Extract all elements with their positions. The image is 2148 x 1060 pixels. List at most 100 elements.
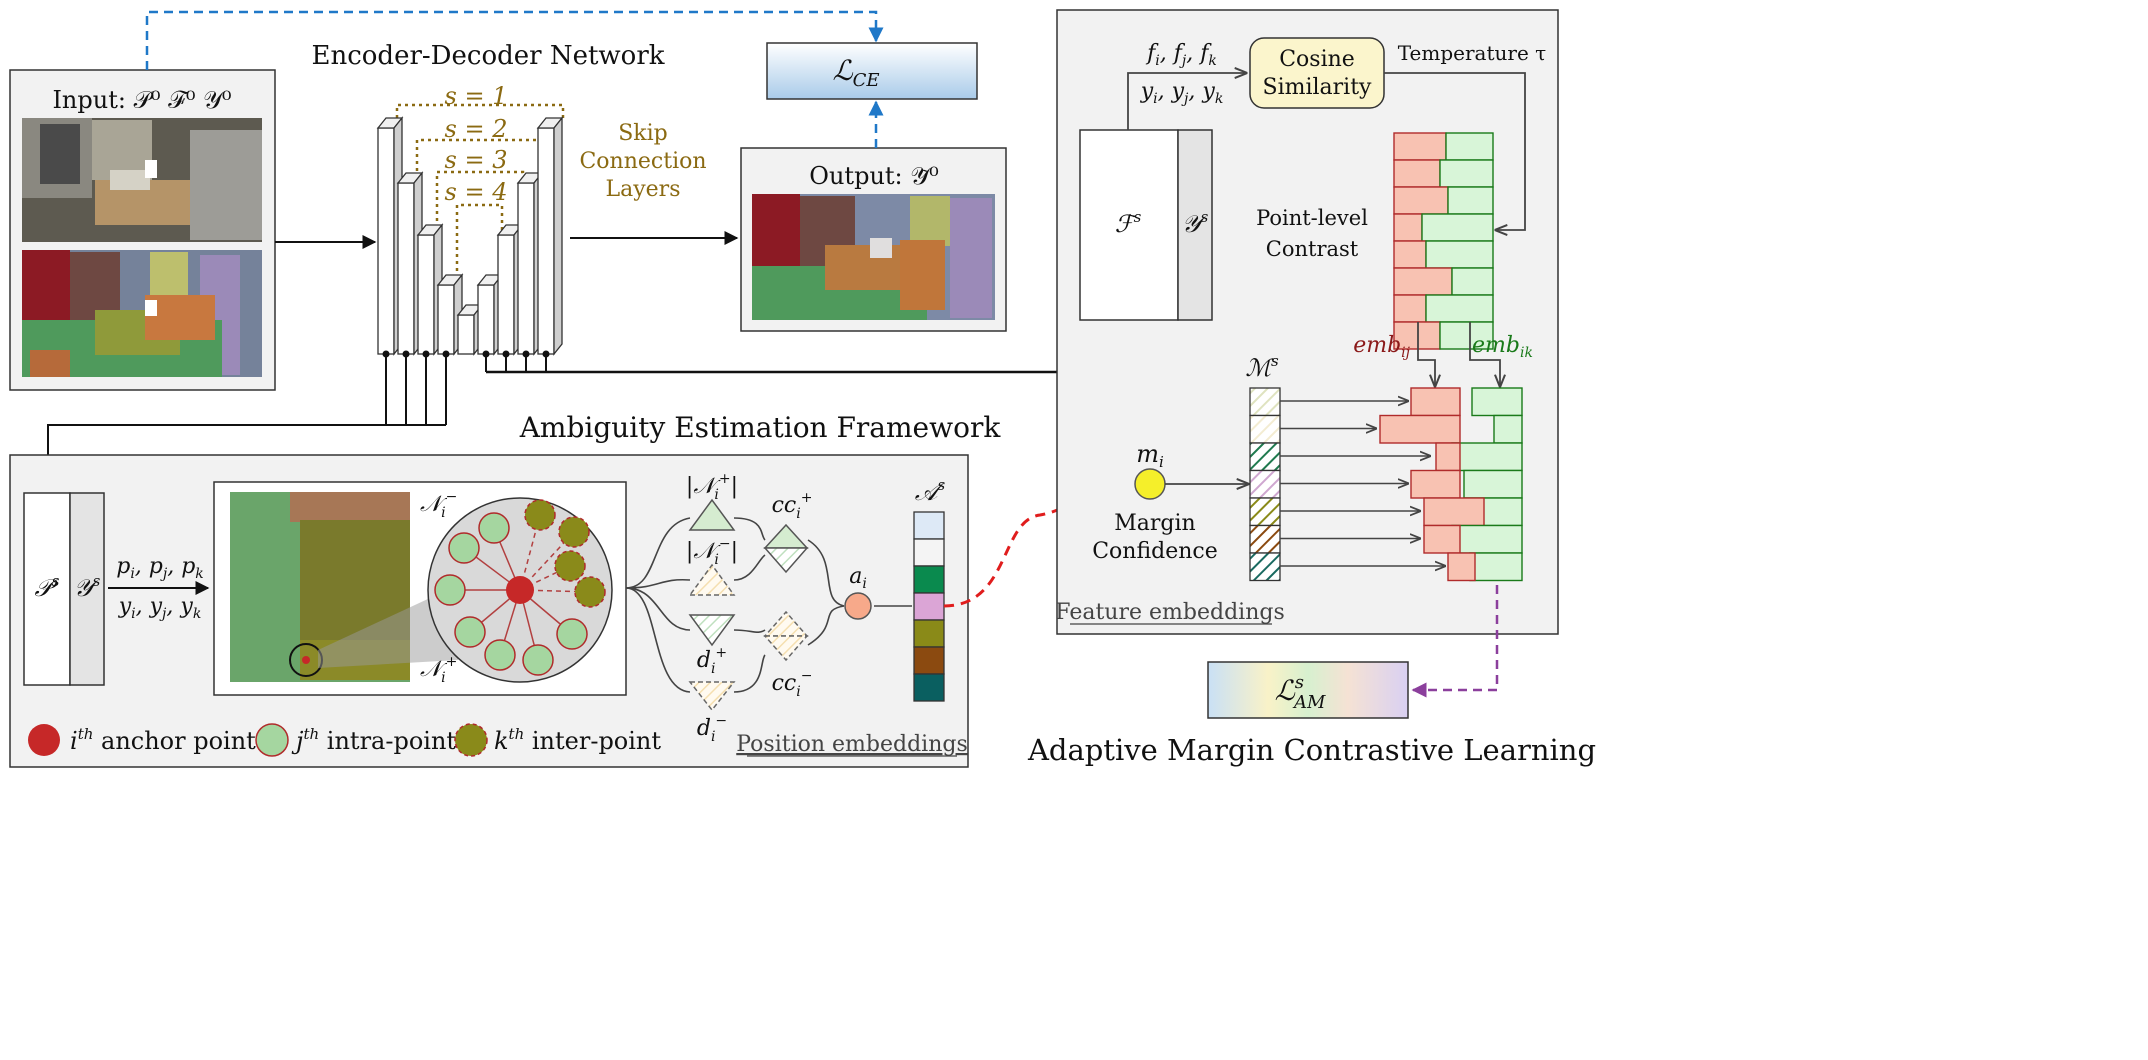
contrast-ik-segment (1439, 321, 1494, 350)
contrast-ij-segment (1393, 213, 1423, 242)
margin-ik-segment (1469, 552, 1523, 582)
contrast-ik-segment (1425, 294, 1494, 323)
d-minus-triangle (688, 681, 736, 712)
cc-plus-diamond (763, 523, 809, 574)
contrast-ij-segment (1393, 132, 1447, 161)
ms-cell (1249, 442, 1281, 472)
contrast-ik-segment (1439, 159, 1494, 188)
ms-cell (1249, 387, 1281, 417)
contrast-ij-segment (1393, 159, 1441, 188)
dashed-arrow-to-lam (1411, 585, 1499, 698)
contrast-ij-segment (1393, 240, 1427, 269)
loss-am-box (1207, 661, 1409, 719)
a-s-cell (913, 511, 945, 540)
arrow-emb-ij (1417, 322, 1435, 386)
y-labels: yi, yj, yk (1140, 79, 1224, 107)
cc-minus-label: cci− (772, 668, 813, 700)
encoder-blocks (376, 116, 564, 356)
arrow-fs-to-cosine (1127, 73, 1246, 130)
margin-conf-line-2: Confidence (1092, 539, 1218, 564)
ps-ys-block: 𝒫s 𝒴s (23, 492, 105, 686)
ms-column (1249, 387, 1445, 582)
a-i-label: ai (849, 564, 867, 592)
contrast-ij-segment (1393, 267, 1453, 296)
output-label: Output: 𝒴̃⁰ (809, 162, 938, 190)
encoder-title: Encoder-Decoder Network (311, 41, 664, 71)
input-rgb-image (22, 118, 262, 242)
dashed-arrow-input-to-ce (145, 10, 884, 70)
legend-anchor-swatch (28, 724, 60, 756)
input-label-image (22, 250, 262, 377)
skip-label-3: s = 3 (445, 146, 508, 174)
fs-label: ℱs (1115, 208, 1142, 238)
dashed-arrow-as-to-mi (943, 480, 1136, 608)
margin-ik-segment (1493, 414, 1523, 444)
intra-points (434, 512, 588, 676)
p-labels: yi, yj, yk (118, 594, 202, 622)
a-s-cell (913, 619, 945, 648)
margin-conf-line-1: Margin (1114, 511, 1195, 536)
n-minus-count-triangle (688, 563, 736, 596)
skip-label-4: s = 4 (445, 178, 508, 206)
m-i-node (1134, 468, 1166, 500)
margin-ik-segment (1451, 524, 1523, 554)
ms-cell (1249, 414, 1281, 444)
cc-minus-diamond (763, 610, 809, 662)
cosine-line-1: Cosine (1279, 47, 1355, 72)
margin-ij-segment (1379, 414, 1461, 444)
input-label: Input: 𝒫⁰ ℱ⁰ 𝒴⁰ (52, 86, 231, 114)
loss-ce: ℒCE (766, 42, 978, 100)
emb-ij-label: embij (1353, 333, 1410, 361)
arrow-temperature-to-contrast (1384, 72, 1526, 230)
contrast-ik-segment (1451, 267, 1494, 296)
cosine-line-2: Similarity (1263, 75, 1373, 100)
margin-ij-segment (1423, 524, 1461, 554)
encoder-tap-dots (382, 350, 550, 358)
margin-ik-segment (1451, 442, 1523, 472)
cc-plus-label: cci+ (772, 490, 813, 522)
contrast-ik-segment (1445, 132, 1494, 161)
margin-ij-segment (1410, 469, 1461, 499)
margin-ij-segment (1410, 387, 1461, 417)
d-plus-label: di+ (697, 645, 727, 677)
skip-label-2: s = 2 (445, 115, 508, 143)
emb-ik-label: embik (1472, 333, 1533, 361)
a-s-cell (913, 592, 945, 621)
margin-adjusted-bars (1379, 387, 1523, 582)
d-plus-triangle (688, 614, 736, 647)
skip-label-1: s = 1 (445, 82, 508, 110)
skip-text-2: Connection (579, 149, 706, 174)
margin-ik-segment (1463, 469, 1523, 499)
a-i-node (844, 592, 872, 620)
flow-curves (625, 517, 912, 693)
ms-cell (1249, 469, 1281, 499)
inter-points (524, 499, 606, 608)
legend: ith anchor point jth intra-point kth int… (28, 723, 661, 757)
output-panel: Output: 𝒴̃⁰ (740, 147, 1007, 332)
arrow-emb-ik (1469, 322, 1500, 386)
abs-n-plus-label: |𝒩i+| (686, 471, 738, 503)
a-s-cell (913, 565, 945, 594)
legend-anchor-text: ith anchor point (70, 725, 256, 755)
legend-intra-swatch (255, 723, 289, 757)
feature-embeddings-label: Feature embeddings (1055, 600, 1284, 625)
m-i-label: mi (1136, 440, 1164, 471)
legend-inter-text: kth inter-point (494, 725, 661, 755)
legend-inter-swatch (454, 723, 488, 757)
anchor-point (506, 576, 534, 604)
temperature-label: Temperature τ (1398, 41, 1546, 65)
margin-ij-segment (1447, 552, 1476, 582)
input-panel: Input: 𝒫⁰ ℱ⁰ 𝒴⁰ (9, 69, 276, 391)
position-embeddings-label: Position embeddings (736, 732, 968, 757)
point-level-line-1: Point-level (1256, 206, 1368, 230)
neighborhood-panel: 𝒩i− 𝒩i+ (213, 481, 627, 696)
adaptive-title: Adaptive Margin Contrastive Learning (1027, 733, 1596, 767)
margin-ij-segment (1435, 442, 1461, 472)
a-s-cell (913, 538, 945, 567)
abs-n-minus-label: |𝒩i−| (686, 536, 738, 568)
fs-ys-block: ℱs 𝒴s (1079, 129, 1213, 321)
ms-label: ℳs (1245, 352, 1279, 382)
contrast-ik-segment (1421, 213, 1494, 242)
d-minus-label: di− (697, 713, 727, 745)
